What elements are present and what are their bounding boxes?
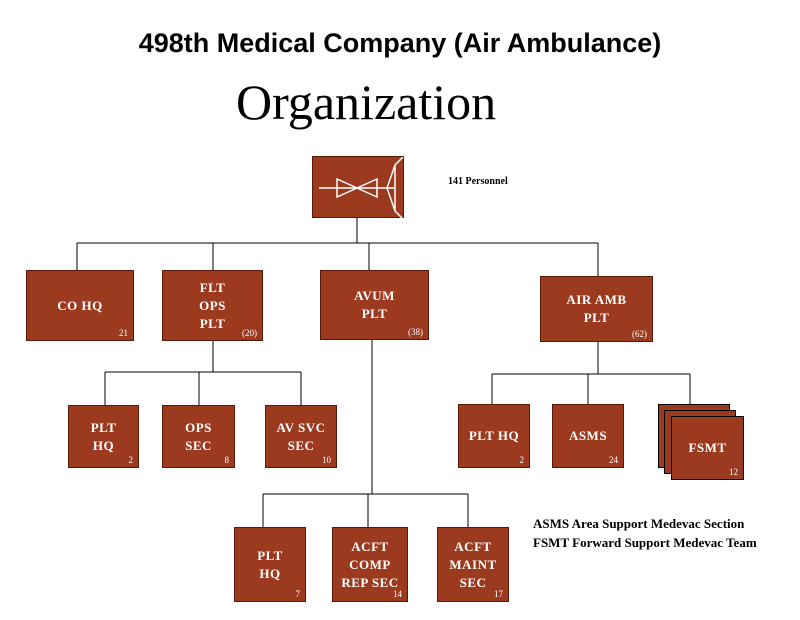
unit-label: OPS SEC: [185, 419, 212, 453]
unit-box-acft-maint-sec: ACFT MAINT SEC 17: [437, 527, 509, 602]
unit-label: AV SVC SEC: [276, 419, 326, 453]
unit-count: (62): [632, 329, 647, 339]
unit-box-av-svc-sec: AV SVC SEC 10: [265, 405, 337, 468]
unit-label: FSMT: [688, 440, 727, 455]
legend-item-asms: ASMS Area Support Medevac Section: [533, 516, 745, 531]
unit-box-co-hq: CO HQ 21: [26, 270, 134, 341]
page-subtitle: Organization: [236, 74, 497, 130]
unit-label: PLT HQ: [257, 547, 283, 581]
unit-box-plt-hq-flt: PLT HQ 2: [68, 405, 139, 468]
unit-label: AVUM PLT: [354, 288, 395, 321]
unit-box-asms: ASMS 24: [552, 404, 624, 468]
company-hq-symbol-box: [312, 156, 404, 219]
unit-box-acft-comp-rep-sec: ACFT COMP REP SEC 14: [332, 527, 408, 602]
unit-box-air-amb-plt: AIR AMB PLT (62): [540, 276, 653, 342]
unit-label: PLT HQ: [468, 428, 520, 443]
unit-count: (20): [242, 328, 257, 338]
unit-label: ACFT MAINT SEC: [449, 538, 497, 590]
unit-box-plt-hq-air-amb: PLT HQ 2: [458, 404, 530, 468]
unit-count: 17: [494, 589, 503, 599]
personnel-total-note: 141 Personnel: [448, 176, 508, 187]
abbreviation-legend: ASMS Area Support Medevac Section FSMT F…: [533, 514, 757, 552]
unit-label: ASMS: [568, 428, 608, 443]
unit-box-fsmt: FSMT 12: [671, 416, 744, 480]
unit-count: 2: [519, 455, 525, 465]
unit-count: 10: [322, 455, 331, 465]
unit-box-flt-ops-plt: FLT OPS PLT (20): [162, 270, 263, 341]
unit-count: (38): [408, 327, 423, 337]
unit-box-avum-plt: AVUM PLT (38): [320, 270, 429, 340]
unit-box-ops-sec: OPS SEC 8: [162, 405, 235, 468]
page-title: 498th Medical Company (Air Ambulance): [138, 28, 662, 58]
unit-count: 8: [224, 455, 230, 465]
unit-count: 2: [128, 455, 134, 465]
unit-count: 7: [295, 589, 301, 599]
unit-count: 12: [729, 467, 738, 477]
unit-label: PLT HQ: [90, 419, 117, 453]
air-ambulance-unit-symbol-icon: [319, 157, 404, 219]
unit-label: AIR AMB PLT: [566, 292, 627, 325]
unit-box-plt-hq-avum: PLT HQ 7: [234, 527, 306, 602]
unit-count: 21: [119, 328, 128, 338]
unit-count: 24: [609, 455, 618, 465]
legend-item-fsmt: FSMT Forward Support Medevac Team: [533, 535, 757, 550]
unit-count: 14: [393, 589, 402, 599]
unit-label: FLT OPS PLT: [199, 279, 226, 331]
unit-label: ACFT COMP REP SEC: [341, 538, 399, 590]
unit-label: CO HQ: [57, 297, 103, 313]
